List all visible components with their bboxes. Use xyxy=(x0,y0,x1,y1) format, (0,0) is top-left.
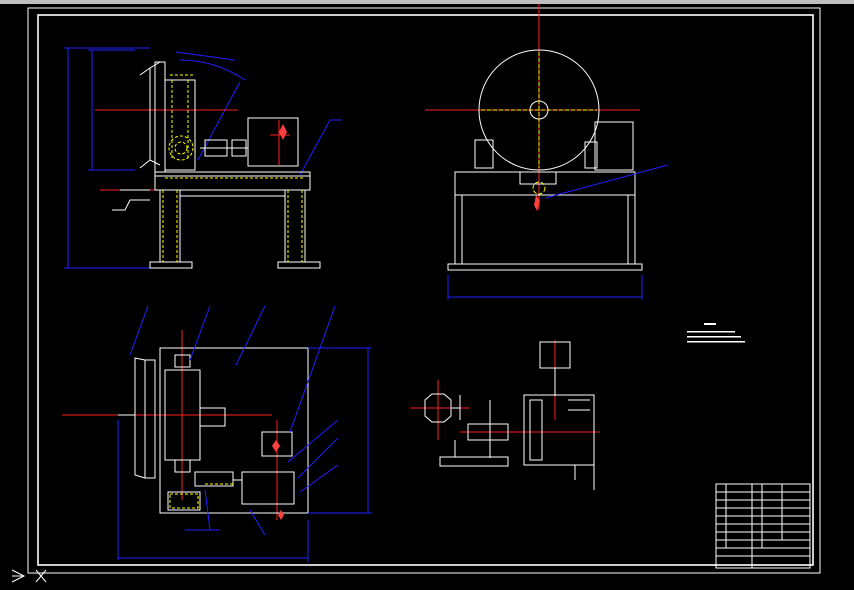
side-view-hidden xyxy=(481,52,597,195)
top-view-dimensions xyxy=(117,305,372,562)
sheet-border xyxy=(27,7,821,574)
top-view-hidden xyxy=(169,483,235,509)
front-view-pointer xyxy=(279,124,287,140)
technical-notes xyxy=(687,323,745,343)
top-view xyxy=(62,305,372,562)
front-view-hidden xyxy=(162,74,305,262)
window-top-edge xyxy=(0,0,854,4)
front-view-dimensions xyxy=(64,47,342,269)
ucs-axis-icon xyxy=(11,569,47,583)
side-view-dimensions xyxy=(447,164,669,300)
title-block xyxy=(715,483,811,569)
side-view-outline xyxy=(447,49,643,271)
front-view xyxy=(64,47,342,269)
side-view-pointer xyxy=(534,195,540,211)
front-view-outline xyxy=(112,61,321,269)
side-view-centerlines xyxy=(425,4,640,210)
side-view xyxy=(425,4,669,300)
top-view-outline xyxy=(118,347,309,514)
top-view-pointer xyxy=(272,440,284,520)
transmission-schematic xyxy=(410,340,600,490)
